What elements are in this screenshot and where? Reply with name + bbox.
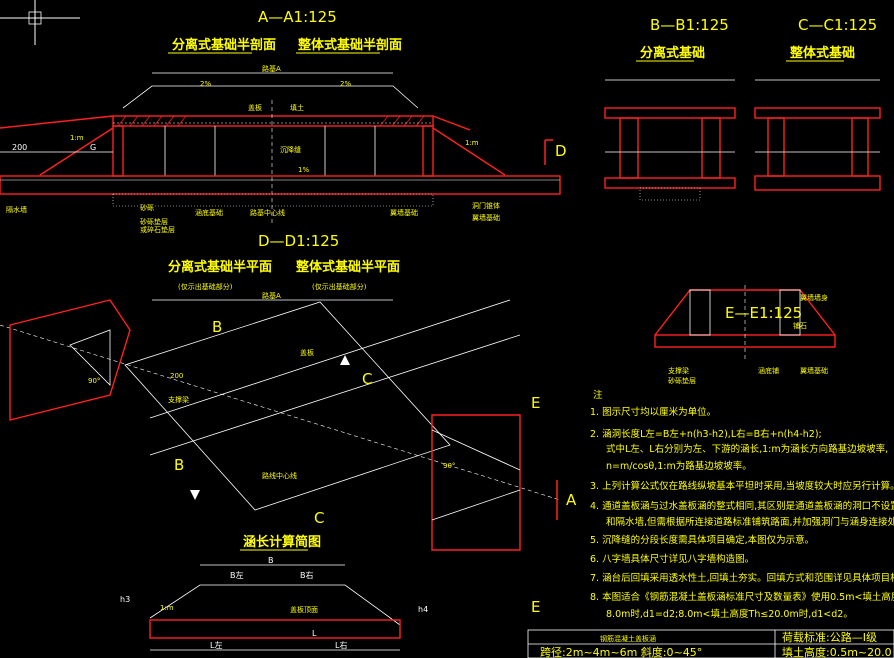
dd-lane: 路基A xyxy=(262,291,281,300)
dd-c-top: C xyxy=(362,370,372,388)
ee-l2: 砂砾垫层 xyxy=(668,376,696,385)
aa-ratio-left: 1:m xyxy=(70,134,84,142)
aa-g: G xyxy=(90,143,96,152)
a-mark: A xyxy=(566,491,577,509)
ee-l1: 支撑梁 xyxy=(668,366,689,375)
dd-right-sub: (仅示出基础部分) xyxy=(312,282,367,291)
calc-title: 涵长计算简图 xyxy=(243,534,321,550)
calc-bl: B左 xyxy=(230,570,244,580)
section-aa: A—A1:125 分离式基础半剖面 整体式基础半剖面 路基A 2% 2% 1:m… xyxy=(0,8,567,234)
section-ee: E—E1:125 铺石 翼墙墙身 支撑梁 砂砾垫层 涵底铺 翼墙基础 xyxy=(654,285,836,385)
note-2c: n=m/cosθ,1:m为路基边坡坡率。 xyxy=(606,460,752,472)
section-ee-label: E—E1:125 xyxy=(725,304,802,322)
ee-l4: 翼墙基础 xyxy=(800,366,828,375)
calc-plate: 盖板顶面 xyxy=(290,605,318,614)
section-bb-label: B—B1:125 xyxy=(650,16,729,34)
dd-b-bot: B xyxy=(174,456,184,474)
aa-gravel: 砂砾 xyxy=(140,203,154,212)
ee-l3: 涵底铺 xyxy=(758,366,779,375)
dd-c-bot: C xyxy=(314,509,324,527)
table-left-title: 钢筋混凝土盖板涵 xyxy=(600,634,656,643)
table-right-sub: 填土高度:0.5m~20.0 xyxy=(782,645,892,658)
dd-center: 路线中心线 xyxy=(262,471,297,480)
dd-200: 200 xyxy=(170,372,183,380)
aa-ratio-right: 1:m xyxy=(465,139,479,147)
calc-h3: h3 xyxy=(120,595,130,604)
e-mark-bot: E xyxy=(531,598,540,616)
note-7: 7. 涵台后回填采用透水性土,回填土夯实。回填方式和范围详见具体项目相关图纸。 xyxy=(590,572,894,584)
up-arrow-icon xyxy=(340,355,350,365)
aa-slope-1: 1% xyxy=(298,166,309,174)
aa-door: 洞门锥体 xyxy=(472,201,500,210)
calc-h4: h4 xyxy=(418,605,428,614)
calc-l: L xyxy=(312,629,317,638)
dd-plate: 盖板 xyxy=(300,348,314,357)
ee-plate: 铺石 xyxy=(793,321,807,330)
aa-slope-right: 2% xyxy=(340,80,351,88)
dd-right-title: 整体式基础半平面 xyxy=(295,259,400,275)
calc-l1: L左 xyxy=(210,640,222,650)
calc-b: B xyxy=(268,556,274,565)
section-cc: C—C1:125 整体式基础 xyxy=(754,16,881,191)
section-aa-label: A—A1:125 xyxy=(258,8,337,26)
aa-sand: 砂砾垫层 xyxy=(140,217,168,226)
aa-road-center: 路基中心线 xyxy=(250,208,285,217)
note-2b: 式中L左、L右分别为左、下游的涵长,1:m为涵长方向路基边坡坡率, xyxy=(606,443,888,455)
note-6: 6. 八字墙具体尺寸详见八字墙构造图。 xyxy=(590,553,754,565)
dd-support: 支撑梁 xyxy=(168,395,189,404)
calc-l2: L右 xyxy=(335,640,347,650)
note-2: 2. 涵洞长度L左=B左+n(h3-h2),L右=B右+n(h4-h2); xyxy=(590,428,822,440)
notes-block: 注 1. 图示尺寸均以厘米为单位。 2. 涵洞长度L左=B左+n(h3-h2),… xyxy=(590,389,894,620)
dd-left-sub: (仅示出基础部分) xyxy=(178,282,233,291)
section-dd-label: D—D1:125 xyxy=(258,232,339,250)
title-table: 钢筋混凝土盖板涵 跨径:2m~4m~6m 斜度:0~45° 荷载标准:公路—I级… xyxy=(527,629,894,658)
aa-right-title: 整体式基础半剖面 xyxy=(297,37,402,53)
note-5: 5. 沉降缝的分段长度需具体项目确定,本图仅为示意。 xyxy=(590,534,814,546)
e-mark-top: E xyxy=(531,394,540,412)
section-cc-label: C—C1:125 xyxy=(798,16,877,34)
note-4: 4. 通道盖板涵与过水盖板涵的整式相同,其区别是通道盖板涵的洞口不设置翼墙 xyxy=(590,500,894,512)
table-left-sub: 跨径:2m~4m~6m 斜度:0~45° xyxy=(540,645,702,658)
cursor-crosshair-icon xyxy=(0,0,80,45)
aa-wing2: 翼墙基础 xyxy=(472,213,500,222)
aa-slope-left: 2% xyxy=(200,80,211,88)
aa-sand2: 或碎石垫层 xyxy=(140,225,175,234)
aa-lane-label: 路基A xyxy=(262,64,281,73)
aa-wing: 翼墙基础 xyxy=(390,208,418,217)
bb-title: 分离式基础 xyxy=(640,45,705,61)
cc-title: 整体式基础 xyxy=(789,45,855,61)
table-right-title: 荷载标准:公路—I级 xyxy=(782,630,877,644)
note-4b: 和隔水墙,但需根据所连接道路标准铺筑路面,并加强洞门与涵身连接处的基础。 xyxy=(606,516,894,528)
aa-dim-200: 200 xyxy=(12,143,27,152)
calc-m: 1:m xyxy=(160,604,174,612)
dd-angle-l: 90° xyxy=(88,377,100,385)
note-8b: 8.0m时,d1=d2;8.0m<填土高度Th≤20.0m时,d1<d2。 xyxy=(606,608,853,620)
dd-b-top: B xyxy=(212,318,222,336)
aa-anti-water: 隔水墙 xyxy=(6,205,27,214)
aa-fill-label: 填土 xyxy=(290,103,304,112)
section-bb: B—B1:125 分离式基础 xyxy=(604,16,736,201)
aa-plate-label: 盖板 xyxy=(248,103,262,112)
dd-left-title: 分离式基础半平面 xyxy=(168,259,272,275)
calc-sketch: 涵长计算简图 B B左 B右 1:m 盖板顶面 h3 h4 L左 L右 L xyxy=(120,534,428,651)
note-1: 1. 图示尺寸均以厘米为单位。 xyxy=(590,406,716,418)
down-arrow-icon xyxy=(190,490,200,500)
note-3: 3. 上列计算公式仅在路线纵坡基本平坦时采用,当坡度较大时应另行计算。 xyxy=(590,480,894,492)
calc-br: B右 xyxy=(300,570,314,580)
notes-head: 注 xyxy=(593,389,603,401)
ee-wing: 翼墙墙身 xyxy=(800,293,828,302)
section-dd: D—D1:125 分离式基础半平面 整体式基础半平面 (仅示出基础部分) (仅示… xyxy=(0,232,577,616)
d-mark: D xyxy=(555,142,567,160)
aa-base: 涵底基础 xyxy=(195,208,223,217)
note-8: 8. 本图适合《钢筋混凝土盖板涵标准尺寸及数量表》使用0.5m<填土高度Th< xyxy=(590,591,894,603)
dd-angle-r: 90° xyxy=(443,462,455,470)
aa-deform-label: 沉降缝 xyxy=(280,145,301,154)
aa-left-title: 分离式基础半剖面 xyxy=(172,37,276,53)
